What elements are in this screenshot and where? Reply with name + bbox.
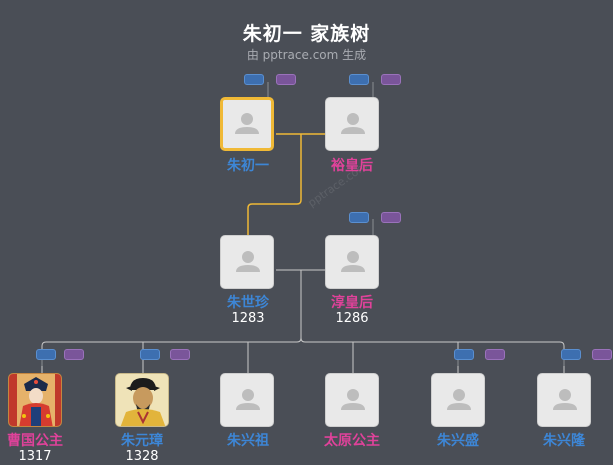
- person-placeholder-icon: [236, 251, 260, 272]
- mother-link-tag[interactable]: [276, 74, 296, 85]
- person-card-zhu-shizhen[interactable]: [220, 235, 274, 289]
- person-card-taiyuan-gongzhu[interactable]: [325, 373, 379, 427]
- person-name[interactable]: 朱兴祖: [227, 433, 269, 449]
- father-link-tag[interactable]: [561, 349, 581, 360]
- father-link-tag[interactable]: [454, 349, 474, 360]
- person-placeholder-icon: [553, 389, 577, 410]
- person-card-zhu-chuyi[interactable]: [220, 97, 274, 151]
- person-placeholder-icon: [341, 389, 365, 410]
- portrait-zhuyuanzhang-image: [116, 374, 168, 426]
- person-name[interactable]: 朱兴盛: [437, 433, 479, 449]
- person-name[interactable]: 朱兴隆: [543, 433, 585, 449]
- person-card-chun-huanghou[interactable]: [325, 235, 379, 289]
- page-subtitle: 由 pptrace.com 生成: [246, 48, 367, 62]
- mother-link-tag[interactable]: [64, 349, 84, 360]
- person-placeholder-icon: [341, 113, 365, 134]
- person-card-caoguo-gongzhu[interactable]: [8, 373, 62, 427]
- father-link-tag[interactable]: [349, 212, 369, 223]
- person-card-zhu-xingsheng[interactable]: [431, 373, 485, 427]
- person-birth-year: 1328: [125, 449, 159, 464]
- person-placeholder-icon: [235, 113, 259, 134]
- person-name[interactable]: 太原公主: [324, 433, 380, 449]
- person-name[interactable]: 裕皇后: [331, 158, 373, 174]
- person-name[interactable]: 朱元璋: [121, 433, 163, 449]
- father-link-tag[interactable]: [244, 74, 264, 85]
- person-placeholder-icon: [447, 389, 471, 410]
- mother-link-tag[interactable]: [485, 349, 505, 360]
- person-birth-year: 1283: [231, 311, 265, 326]
- person-card-zhu-yuanzhang[interactable]: [115, 373, 169, 427]
- father-link-tag[interactable]: [140, 349, 160, 360]
- person-birth-year: 1317: [18, 449, 52, 464]
- person-name[interactable]: 朱世珍: [227, 295, 269, 311]
- person-card-yu-huanghou[interactable]: [325, 97, 379, 151]
- person-name[interactable]: 淳皇后: [331, 295, 373, 311]
- father-link-tag[interactable]: [36, 349, 56, 360]
- father-link-tag[interactable]: [349, 74, 369, 85]
- person-placeholder-icon: [341, 251, 365, 272]
- mother-link-tag[interactable]: [170, 349, 190, 360]
- person-name[interactable]: 朱初一: [227, 158, 269, 174]
- mother-link-tag[interactable]: [592, 349, 612, 360]
- portrait-caoguo-image: [9, 374, 61, 426]
- person-card-zhu-xinglong[interactable]: [537, 373, 591, 427]
- page-title: 朱初一 家族树: [242, 23, 371, 45]
- person-name[interactable]: 曹国公主: [7, 433, 63, 449]
- person-birth-year: 1286: [335, 311, 369, 326]
- person-card-zhu-xingzu[interactable]: [220, 373, 274, 427]
- person-placeholder-icon: [236, 389, 260, 410]
- mother-link-tag[interactable]: [381, 212, 401, 223]
- mother-link-tag[interactable]: [381, 74, 401, 85]
